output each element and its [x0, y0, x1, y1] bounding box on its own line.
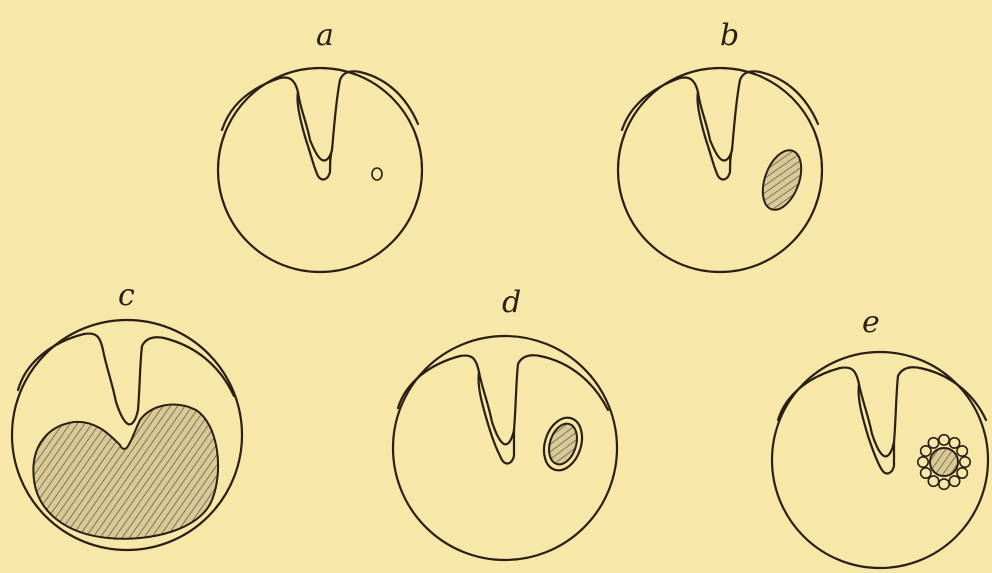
- bead: [949, 438, 959, 448]
- figure-label-d: d: [502, 285, 521, 320]
- figure-label-b: b: [720, 18, 739, 53]
- bead: [957, 468, 967, 478]
- bead: [928, 438, 938, 448]
- neck-canal-a: [297, 92, 332, 179]
- figure-label-e: e: [862, 305, 880, 340]
- cell-figure-a: a: [218, 18, 422, 272]
- beaded-core-e: [930, 448, 958, 476]
- bead: [928, 476, 938, 486]
- large-mass-c: [33, 405, 218, 539]
- bead: [918, 457, 928, 467]
- ringed-oval-d: [544, 420, 582, 468]
- bead: [960, 457, 970, 467]
- bead: [921, 446, 931, 456]
- neck-canal-b: [697, 92, 732, 179]
- figure-label-a: a: [316, 18, 334, 53]
- apical-cap-a: [222, 71, 418, 160]
- bead: [957, 446, 967, 456]
- oval-body-b: [755, 145, 808, 215]
- bead: [939, 435, 949, 445]
- cell-figure-e: e: [772, 305, 988, 568]
- apical-cap-b: [622, 71, 818, 160]
- bead: [949, 476, 959, 486]
- bead: [921, 468, 931, 478]
- bead: [939, 479, 949, 489]
- cell-figure-c: c: [12, 278, 242, 550]
- cell-outline-a: [218, 68, 422, 272]
- neck-canal-e: [859, 384, 894, 473]
- neck-canal-d: [479, 372, 514, 463]
- figure-label-c: c: [118, 278, 135, 313]
- cell-figure-b: b: [618, 18, 822, 272]
- nucleus-a: [372, 168, 382, 180]
- cell-figure-d: d: [393, 285, 617, 560]
